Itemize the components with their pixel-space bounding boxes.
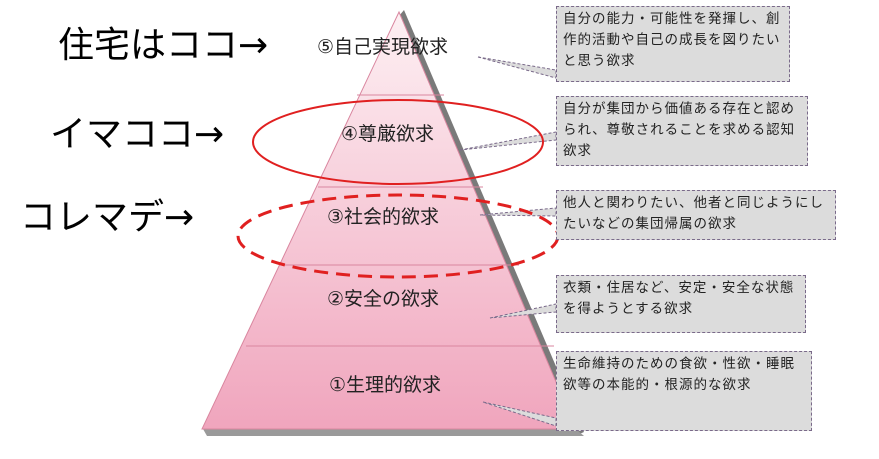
callout-safety: 衣類・住居など、安定・安全な状態を得ようとする欲求 bbox=[556, 275, 806, 333]
callout-pointer-3 bbox=[479, 207, 557, 217]
level-label-safety: ②安全の欲求 bbox=[327, 288, 440, 310]
side-label-now: イマココ→ bbox=[50, 114, 225, 155]
side-label-until-now: コレマデ→ bbox=[20, 197, 195, 238]
callout-pointer-1 bbox=[482, 401, 557, 427]
current-level-ellipse bbox=[252, 99, 544, 185]
pyramid-shadow-base bbox=[203, 429, 584, 436]
level-label-physiological: ①生理的欲求 bbox=[329, 374, 442, 396]
pyramid-body bbox=[201, 10, 577, 430]
side-label-housing: 住宅はココ→ bbox=[58, 25, 269, 66]
callout-self-actualization: 自分の能力・可能性を発揮し、創作的活動や自己の成長を図りたいと思う欲求 bbox=[556, 6, 790, 82]
level-label-social: ③社会的欲求 bbox=[327, 206, 440, 228]
pyramid-shadow bbox=[399, 10, 584, 436]
level-label-self-actualization: ⑤自己実現欲求 bbox=[317, 36, 449, 58]
callout-social: 他人と関わりたい、他者と同じようにしたいなどの集団帰属の欲求 bbox=[556, 190, 836, 240]
level-label-esteem: ④尊厳欲求 bbox=[341, 123, 435, 145]
callout-physiological: 生命維持のための食欲・性欲・睡眠欲等の本能的・根源的な欲求 bbox=[556, 351, 812, 431]
callout-pointer-5 bbox=[477, 56, 557, 79]
callout-esteem: 自分が集団から価値ある存在と認められ、尊敬されることを求める認知欲求 bbox=[556, 96, 808, 166]
